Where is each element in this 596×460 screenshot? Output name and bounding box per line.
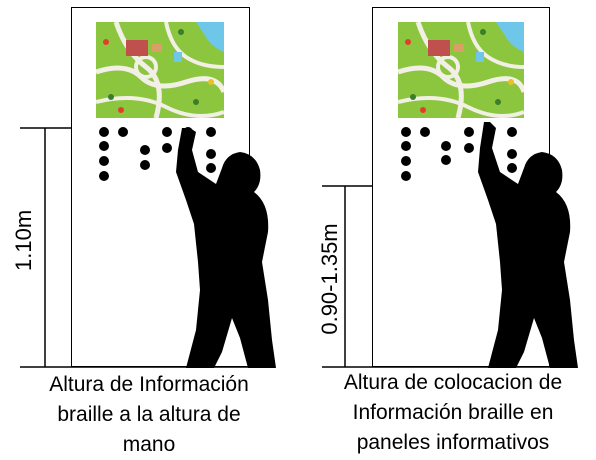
caption-line: Altura de Información xyxy=(49,373,249,396)
map-image-left xyxy=(96,22,224,118)
caption-line: paneles informativos xyxy=(356,431,550,454)
caption-line: Información braille en xyxy=(352,401,554,424)
caption-line: braille a la altura de xyxy=(57,403,241,426)
caption-line: mano xyxy=(122,433,176,456)
caption-left: Altura de Información braille a la altur… xyxy=(14,370,284,460)
park-map-icon xyxy=(398,22,524,118)
caption-right: Altura de colocacion de Información brai… xyxy=(308,368,596,458)
caption-line: Altura de colocacion de xyxy=(343,371,563,394)
park-map-icon xyxy=(96,22,224,118)
map-image-right xyxy=(398,22,524,118)
